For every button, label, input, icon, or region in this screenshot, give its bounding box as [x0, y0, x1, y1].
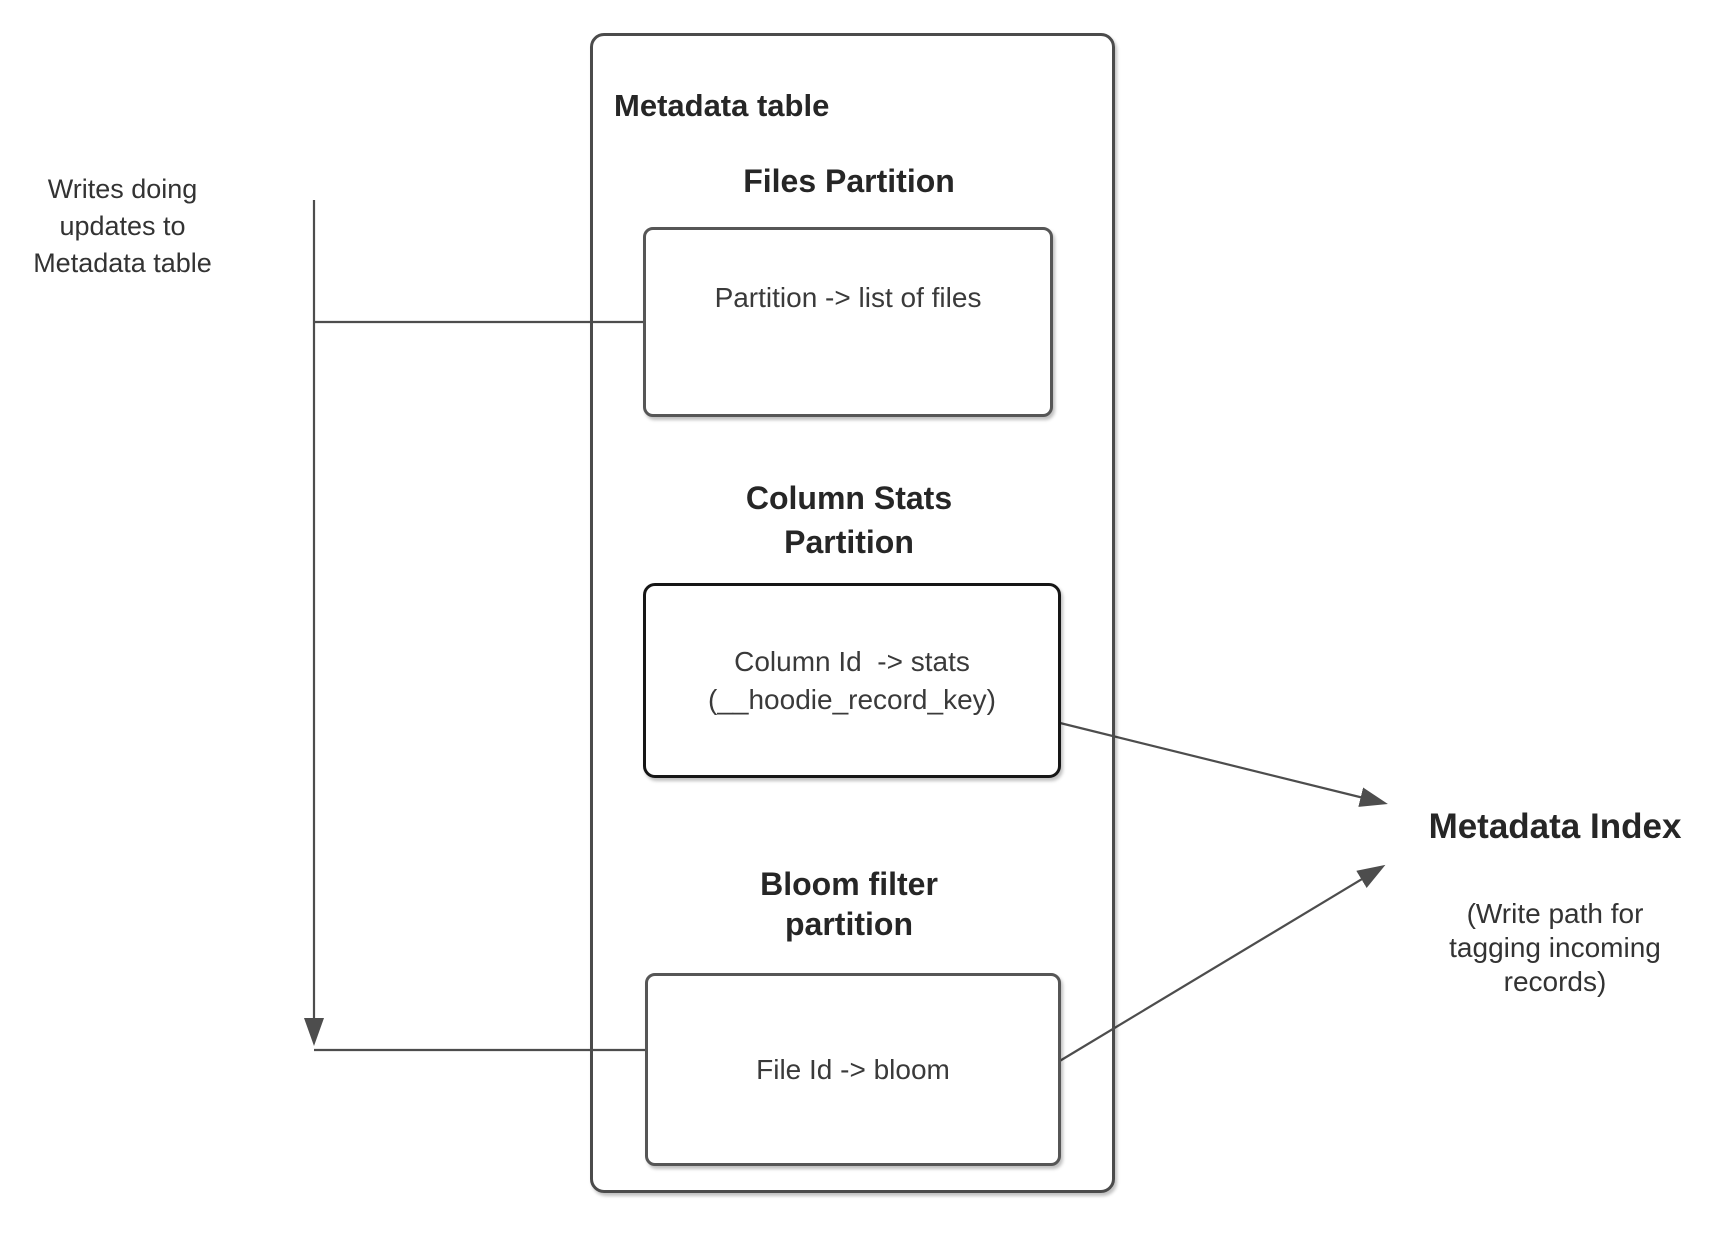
writes-note-line: Metadata table	[33, 248, 212, 278]
files-partition-box: Partition -> list of files	[643, 227, 1053, 417]
metadata-index-subtitle-line: records)	[1503, 966, 1607, 997]
heading-line: partition	[785, 906, 913, 942]
metadata-index-title: Metadata Index	[1428, 807, 1682, 846]
column-stats-partition-box: Column Id -> stats (__hoodie_record_key)	[643, 583, 1061, 778]
bloom-filter-box-text: File Id -> bloom	[756, 1053, 950, 1085]
writes-note-line: Writes doing	[47, 174, 198, 204]
heading-line: Files Partition	[743, 163, 955, 199]
metadata-index-subtitle-line: tagging incoming	[1449, 932, 1661, 963]
bloom-filter-partition-heading: Bloom filter partition	[643, 864, 1055, 944]
writes-note-line: updates to	[59, 211, 186, 241]
writes-note: Writes doing updates to Metadata table	[10, 171, 235, 282]
bloom-filter-partition-box: File Id -> bloom	[645, 973, 1061, 1166]
column-stats-box-text: Column Id -> stats	[734, 645, 970, 677]
metadata-table-title: Metadata table	[614, 88, 830, 123]
metadata-index-subtitle-line: (Write path for	[1466, 898, 1644, 929]
metadata-table-box	[590, 33, 1115, 1193]
column-stats-box-text: (__hoodie_record_key)	[708, 683, 996, 715]
heading-line: Column Stats	[745, 480, 953, 516]
files-partition-box-text: Partition -> list of files	[714, 282, 982, 313]
files-partition-heading: Files Partition	[643, 160, 1055, 202]
heading-line: Partition	[784, 524, 914, 560]
metadata-index-subtitle: (Write path for tagging incoming records…	[1390, 897, 1718, 999]
heading-line: Bloom filter	[760, 866, 938, 902]
column-stats-partition-heading: Column Stats Partition	[643, 476, 1055, 564]
